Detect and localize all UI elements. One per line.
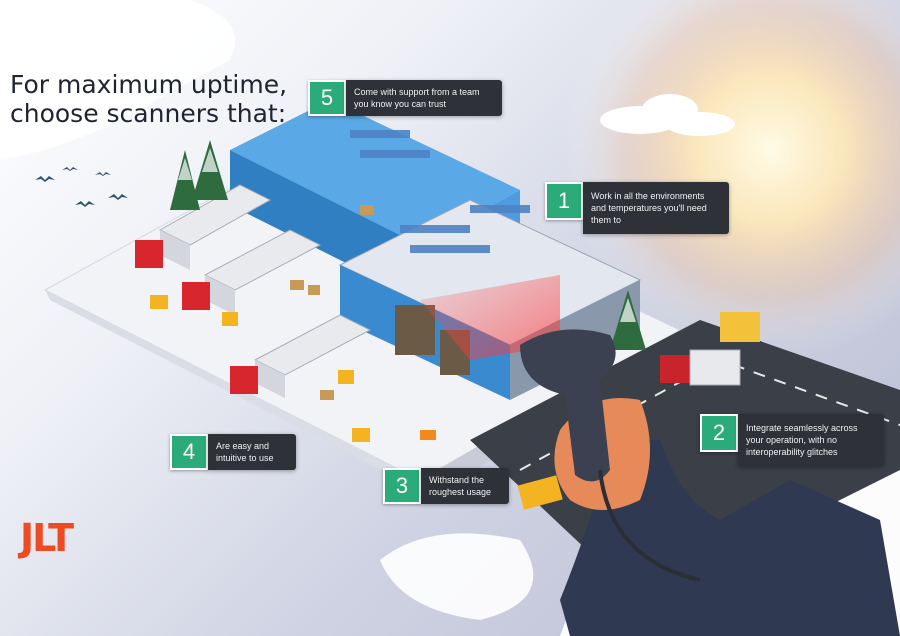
forklift-icon <box>150 295 563 510</box>
callout-line: interoperability glitches <box>746 447 838 457</box>
callout-line: and temperatures you'll need <box>591 203 707 213</box>
callout-text: Are easy and intuitive to use <box>208 434 296 470</box>
scan-beam <box>420 275 560 360</box>
jlt-logo: JLT <box>20 516 74 560</box>
callout-line: roughest usage <box>429 487 492 497</box>
callout-5: 5 Come with support from a team you know… <box>308 80 502 116</box>
callout-line: Work in all the environments <box>591 191 705 201</box>
callout-4: 4 Are easy and intuitive to use <box>170 434 296 470</box>
cloud-icon <box>600 94 735 136</box>
callout-number: 2 <box>700 414 738 452</box>
callout-line: Come with support from a team <box>354 87 480 97</box>
callout-2: 2 Integrate seamlessly across your opera… <box>700 414 884 466</box>
callout-text: Withstand the roughest usage <box>421 468 509 504</box>
callout-number: 1 <box>545 182 583 220</box>
callout-line: Integrate seamlessly across <box>746 423 858 433</box>
sun-glow <box>560 0 900 360</box>
callout-line: your operation, with no <box>746 435 838 445</box>
callout-number: 5 <box>308 80 346 116</box>
callout-3: 3 Withstand the roughest usage <box>383 468 509 504</box>
callout-line: Withstand the <box>429 475 485 485</box>
bird-icon <box>35 167 128 207</box>
callout-text: Come with support from a team you know y… <box>346 80 502 116</box>
callout-text: Integrate seamlessly across your operati… <box>738 414 884 466</box>
warehouse <box>230 100 642 400</box>
callout-number: 4 <box>170 434 208 470</box>
callout-line: them to <box>591 215 622 225</box>
headline: For maximum uptime, choose scanners that… <box>10 70 310 128</box>
callout-1: 1 Work in all the environments and tempe… <box>545 182 729 234</box>
callout-line: Are easy and <box>216 441 270 451</box>
headline-line-1: For maximum uptime, <box>10 70 288 99</box>
callout-number: 3 <box>383 468 421 504</box>
callout-text: Work in all the environments and tempera… <box>583 182 729 234</box>
callout-line: you know you can trust <box>354 99 447 109</box>
headline-line-2: choose scanners that: <box>10 99 287 128</box>
callout-line: intuitive to use <box>216 453 274 463</box>
truck-icon <box>135 184 760 398</box>
barcode-scanner-icon <box>520 329 900 636</box>
